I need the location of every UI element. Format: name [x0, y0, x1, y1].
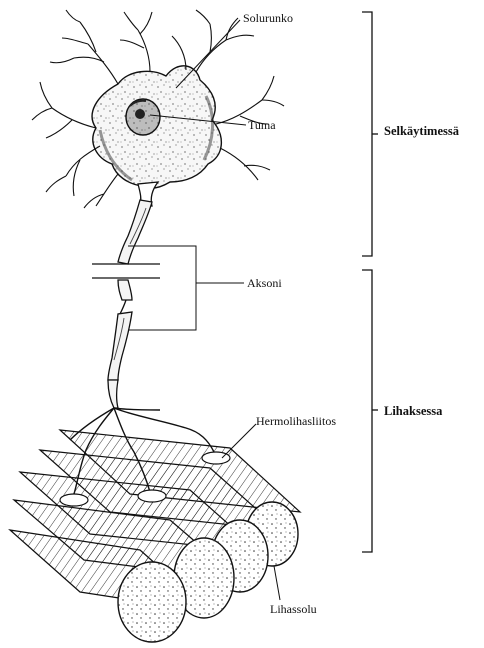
- brackets: [362, 12, 378, 552]
- label-muscle-cell: Lihassolu: [270, 602, 317, 616]
- label-nucleus: Tuma: [248, 118, 276, 132]
- muscle-bundle: [10, 430, 300, 642]
- nucleus: [126, 99, 160, 135]
- label-neuromuscular-junction: Hermolihasliitos: [256, 414, 336, 428]
- label-axon: Aksoni: [247, 276, 282, 290]
- label-cell-body: Solurunko: [243, 11, 293, 25]
- region-label-spinal-cord: Selkäytimessä: [384, 124, 459, 138]
- region-label-muscle: Lihaksessa: [384, 404, 442, 418]
- axon: [92, 182, 160, 408]
